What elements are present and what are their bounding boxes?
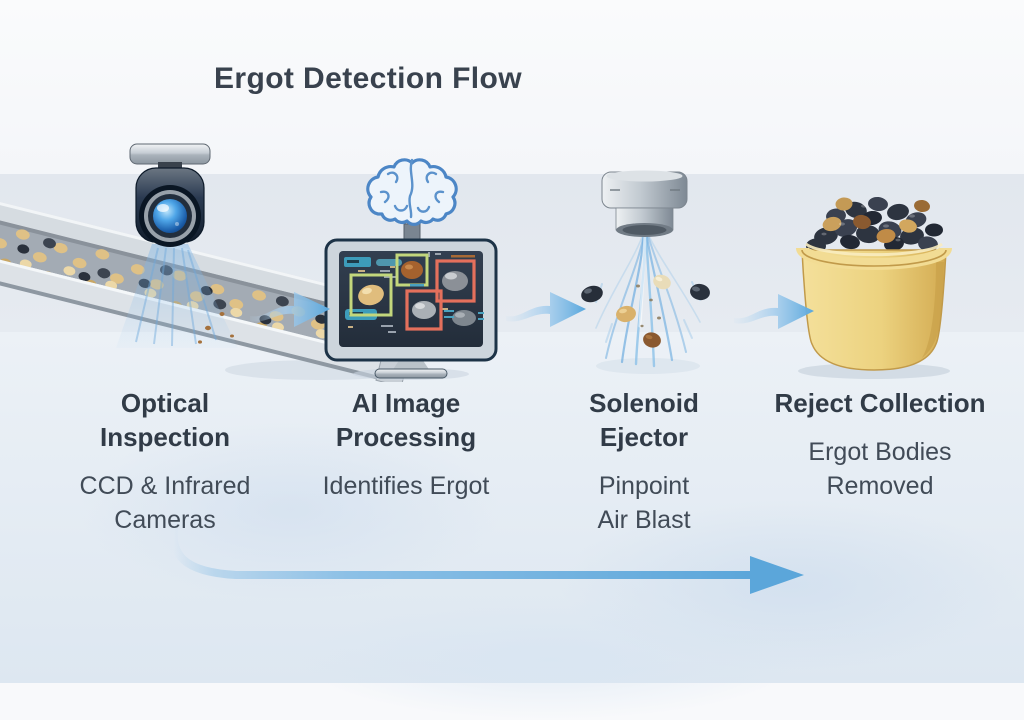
stage-1-description: CCD & Infrared Cameras: [79, 472, 251, 534]
brain-monitor-icon: [324, 158, 498, 380]
stage-1-label: Optical Inspection CCD & Infrared Camera…: [35, 386, 295, 537]
page-title: Ergot Detection Flow: [214, 62, 522, 95]
stage-2-heading: AI Image Processing: [335, 388, 477, 452]
camera-icon: [129, 143, 211, 247]
air-nozzle-icon: [581, 170, 710, 374]
stage-3-label: Solenoid Ejector Pinpoint Air Blast: [524, 386, 764, 537]
inspection-camera-conveyor-icon: [0, 143, 423, 382]
flow-arrow-3: [734, 294, 814, 329]
stage-2-label: AI Image Processing Identifies Ergot: [281, 386, 531, 503]
stage-2-description: Identifies Ergot: [322, 472, 490, 500]
flow-arrow-2: [506, 292, 586, 327]
bottom-flow-arrow: [169, 524, 804, 594]
stage-4-label: Reject Collection Ergot Bodies Removed: [738, 386, 1022, 503]
stage-4-heading: Reject Collection: [774, 388, 986, 418]
ejected-particles: [581, 274, 710, 348]
stage-3-heading: Solenoid Ejector: [589, 388, 699, 452]
reject-bucket-icon: [796, 196, 952, 379]
solenoid-nozzle: [601, 170, 688, 237]
flow-arrow-1: [250, 292, 330, 327]
stage-4-description: Ergot Bodies Removed: [808, 438, 952, 500]
stage-3-description: Pinpoint Air Blast: [597, 472, 691, 534]
ergot-heap: [806, 196, 943, 254]
analysis-monitor-icon: [324, 238, 498, 379]
stage-1-heading: Optical Inspection: [99, 388, 230, 452]
